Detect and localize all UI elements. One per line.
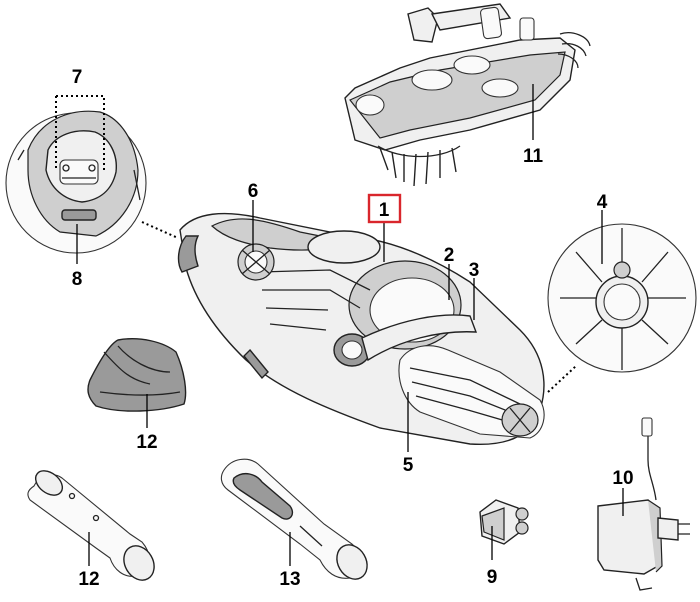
callout-9: 9: [487, 567, 498, 588]
leader-lines: [76, 84, 624, 566]
callout-4: 4: [597, 192, 608, 213]
callout-1: 1: [379, 200, 390, 221]
callout-7: 7: [72, 67, 83, 88]
callout-3: 3: [469, 260, 480, 281]
hose-cuff-part: [220, 458, 368, 580]
inset-filter-dotted-line: [547, 365, 577, 393]
callout-10: 10: [612, 468, 633, 489]
inset-connector-dotted-line: [141, 221, 179, 239]
filter-detail-inset: [547, 223, 697, 373]
plug-connector-part: [479, 499, 529, 545]
callout-12-filter-bag: 12: [136, 432, 157, 453]
callout-1-highlight-box: [367, 193, 402, 224]
brush-head-part: [344, 3, 591, 187]
callout-8: 8: [72, 269, 83, 290]
callout-2: 2: [444, 245, 455, 266]
brush-bristles: [377, 145, 461, 187]
callout-6: 6: [248, 181, 259, 202]
callout-12-adapter: 12: [78, 569, 99, 590]
filter-bag-part: [87, 338, 187, 412]
swivel-detail-inset: [5, 110, 147, 254]
hose-adapter-part: [27, 470, 155, 581]
callout-13: 13: [279, 569, 300, 590]
power-supply-part: [597, 417, 690, 591]
callout-5: 5: [403, 455, 414, 476]
valve-knob-part: [237, 243, 275, 281]
callout-11: 11: [523, 146, 544, 167]
intake-grille-part: [398, 345, 545, 439]
inset-7-dotted-line: [55, 95, 105, 170]
